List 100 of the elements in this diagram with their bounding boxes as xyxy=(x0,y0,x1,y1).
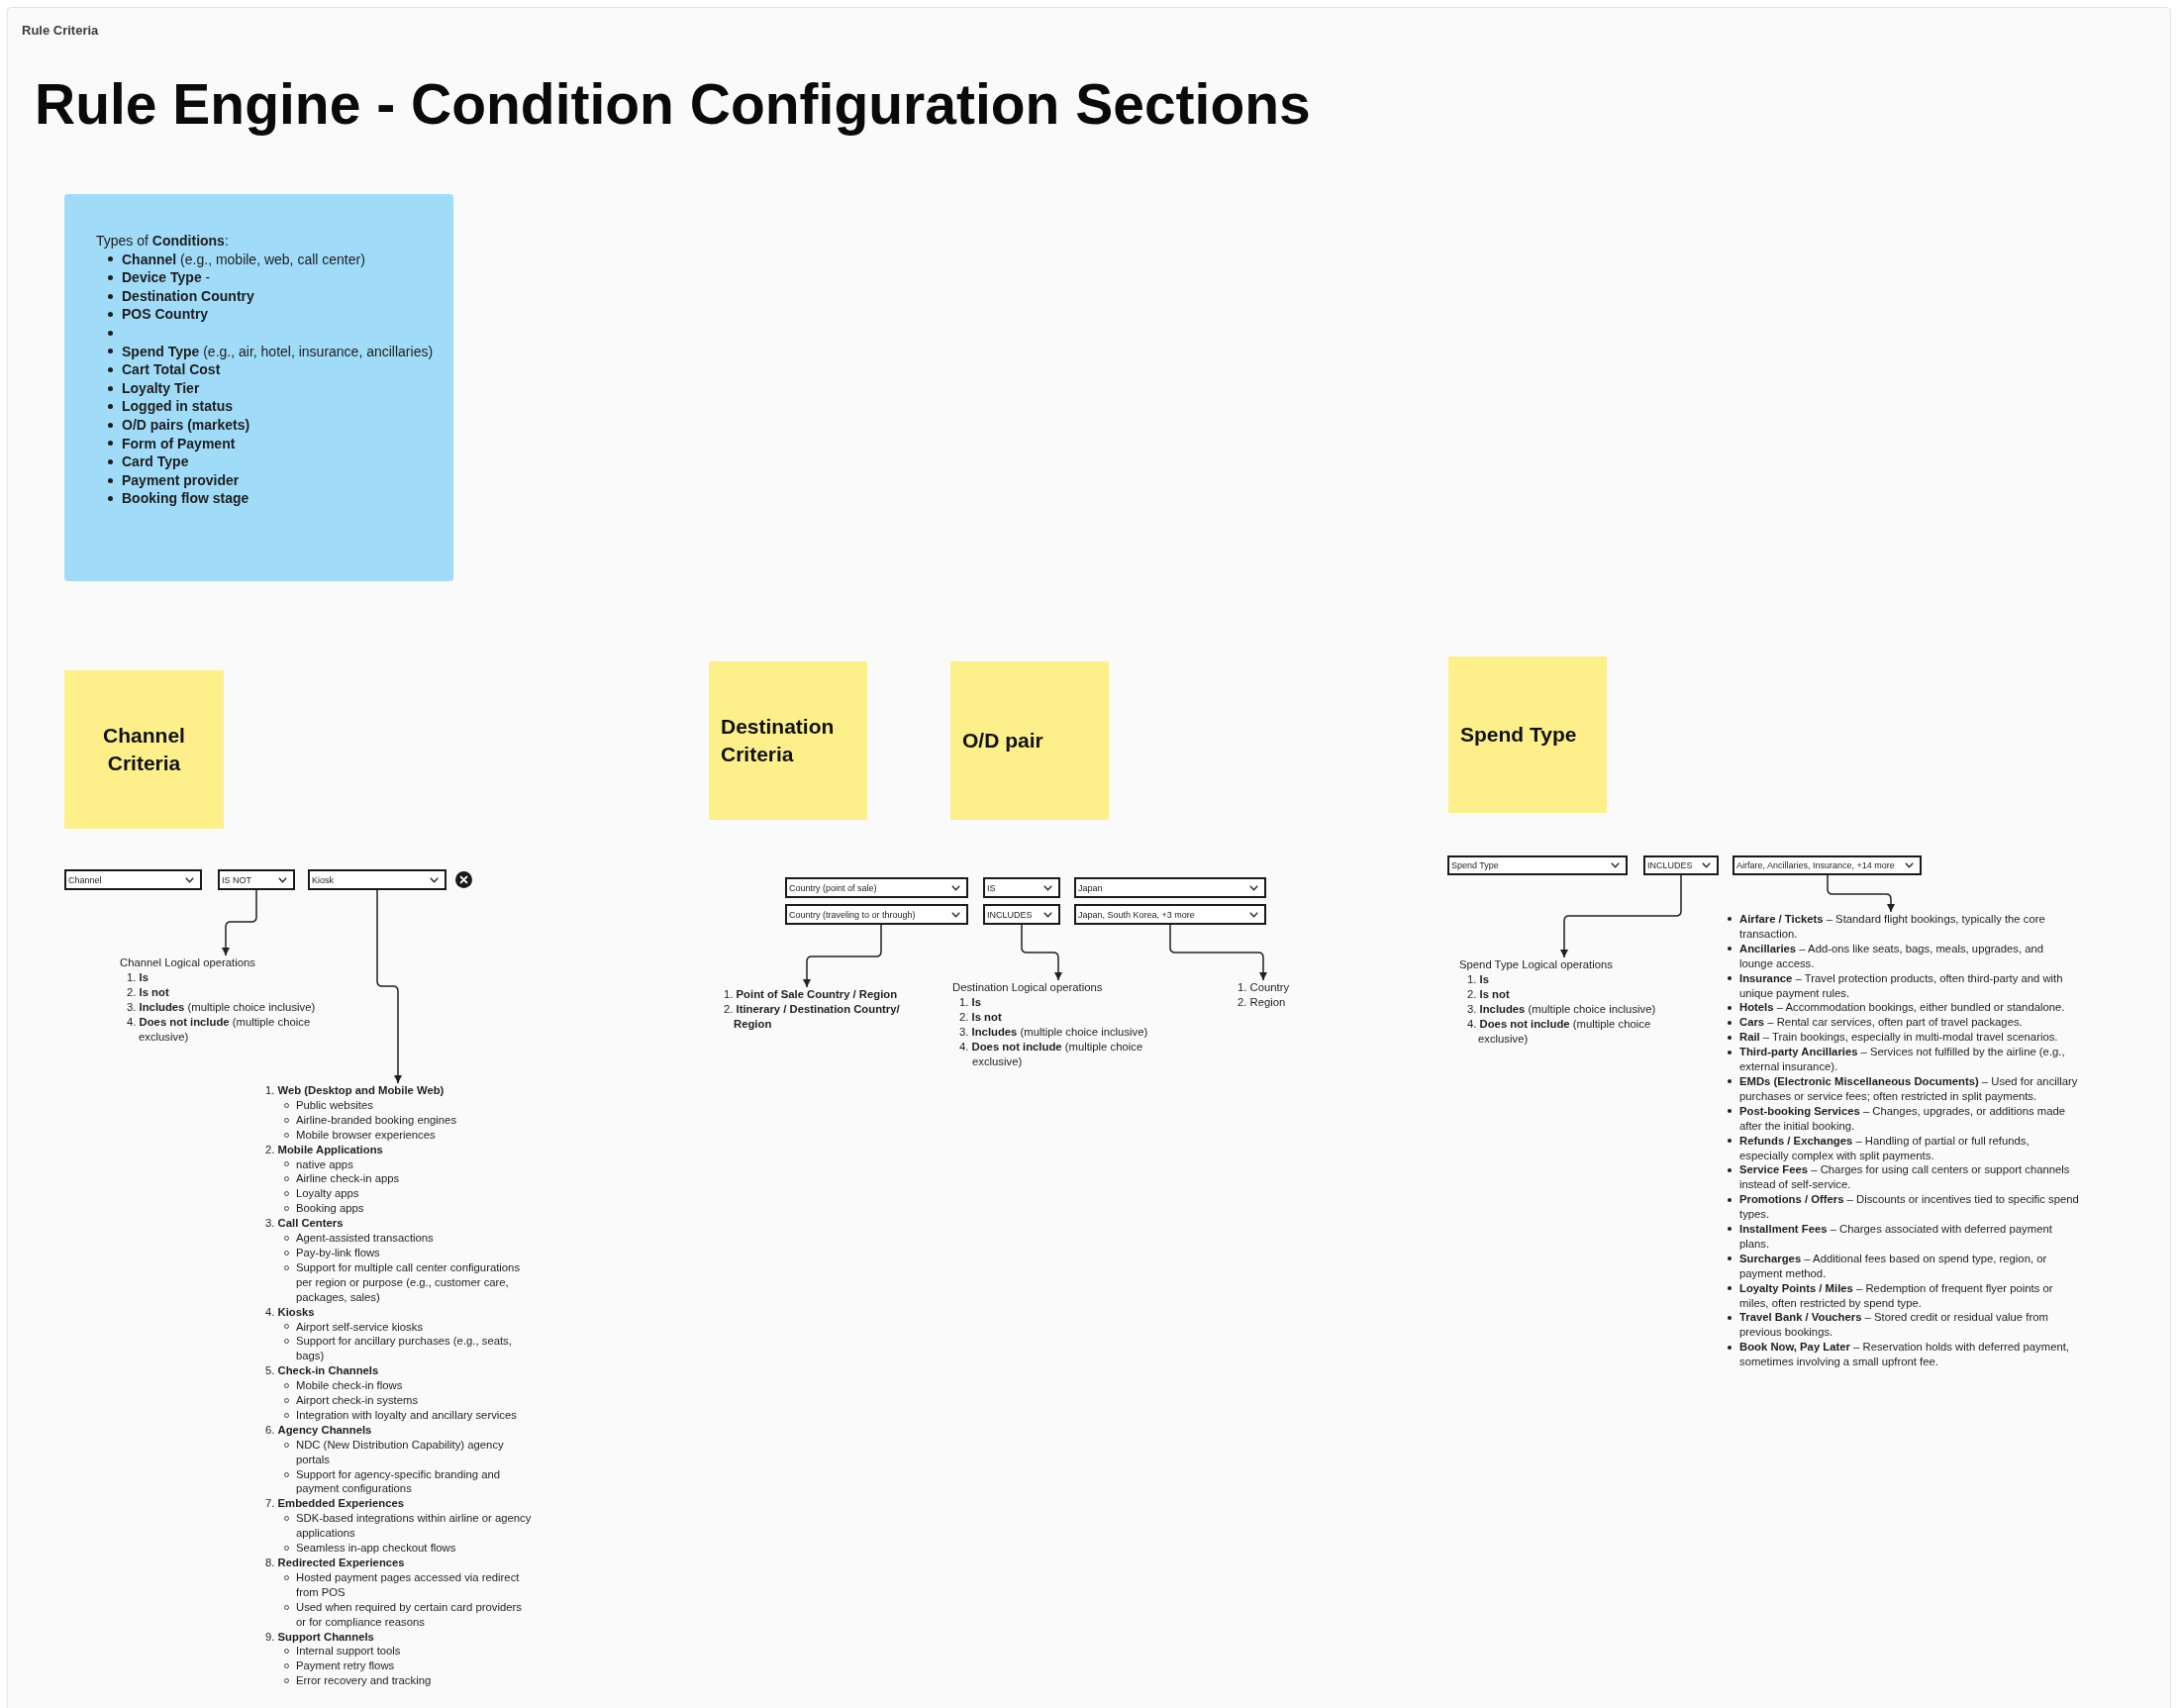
list-item: NDC (New Distribution Capability) agency portals xyxy=(284,1437,535,1467)
list-item: Rail – Train bookings, especially in multi-modal travel scenarios. xyxy=(1728,1030,2079,1046)
dropdown-select: Country (traveling to or through) xyxy=(785,904,968,925)
list-item: Hosted payment pages accessed via redirect from POS xyxy=(284,1569,535,1600)
list-item: Airfare / Tickets – Standard flight bookings, typically the core transaction. xyxy=(1728,912,2079,942)
list-item: Pay-by-link flows xyxy=(284,1245,535,1260)
list-item: Mobile check-in flows xyxy=(284,1378,535,1394)
list-heading: Destination Logical operations xyxy=(952,980,1104,995)
list-item: Loyalty apps xyxy=(284,1186,535,1202)
list-item: 2. Is not xyxy=(959,1009,1003,1025)
list-item: 2. Region xyxy=(1238,994,1287,1010)
list-item: Spend Type (e.g., air, hotel, insurance, ancillaries) xyxy=(108,342,434,361)
dropdown-select: Spend Type xyxy=(1447,855,1628,875)
sticky-title: Channel Criteria xyxy=(102,723,186,776)
dropdown-select: Kiosk xyxy=(308,869,446,890)
connector-arrow xyxy=(1169,924,1267,981)
list-item: Support for agency-specific branding and payment configurations xyxy=(284,1466,535,1497)
list-item: POS Country xyxy=(108,305,434,324)
list-item: Card Type xyxy=(108,452,434,471)
list-item: 1. Is xyxy=(1467,971,1490,987)
list-item: Installment Fees – Charges associated with deferred payment plans. xyxy=(1728,1222,2079,1252)
sticky-note xyxy=(1448,656,1607,813)
list-heading: Types of Conditions: xyxy=(96,232,230,251)
list-item: Destination Country xyxy=(108,286,434,306)
list-heading: Spend Type Logical operations xyxy=(1459,957,1614,972)
sticky-title: Destination Criteria xyxy=(721,714,836,767)
list-item: 3. Call Centers xyxy=(265,1216,345,1232)
list-item: Payment retry flows xyxy=(284,1658,535,1674)
sticky-note xyxy=(950,661,1109,820)
list-item: Airline check-in apps xyxy=(284,1171,535,1187)
page-title: Rule Engine - Condition Configuration Sections xyxy=(35,72,1311,136)
list-item: Error recovery and tracking xyxy=(284,1673,535,1689)
list-item: SDK-based integrations within airline or agency applications xyxy=(284,1511,535,1542)
dropdown-select: Japan xyxy=(1074,877,1266,898)
list-item: Service Fees – Charges for using call centers or support channels instead of self-service. xyxy=(1728,1162,2079,1193)
list-item: 1. Point of Sale Country / Region xyxy=(724,987,899,1002)
list-item: 4. Does not include (multiple choice exclusive) xyxy=(127,1014,312,1045)
list-item: 2. Itinerary / Destination Country/ Region xyxy=(724,1001,901,1032)
connector-arrow xyxy=(1021,924,1062,981)
list-item: 4. Kiosks xyxy=(265,1304,316,1320)
list-item: Mobile browser experiences xyxy=(284,1127,535,1143)
list-item: 4. Does not include (multiple choice exclusive) xyxy=(959,1039,1144,1069)
list-item: Logged in status xyxy=(108,397,434,416)
frame-label: Rule Criteria xyxy=(22,23,99,39)
list-heading: Channel Logical operations xyxy=(120,955,256,970)
list-item: native apps xyxy=(284,1156,535,1172)
list-item: 1. Web (Desktop and Mobile Web) xyxy=(265,1083,446,1098)
list-item: Booking apps xyxy=(284,1201,535,1217)
list-item: 2. Is not xyxy=(127,984,170,1000)
list-item: Internal support tools xyxy=(284,1644,535,1659)
list-item: 7. Embedded Experiences xyxy=(265,1496,406,1512)
list-item: Seamless in-app checkout flows xyxy=(284,1541,535,1556)
list-item: Airline-branded booking engines xyxy=(284,1112,535,1128)
list-item: 1. Country xyxy=(1238,980,1291,995)
list-item: Promotions / Offers – Discounts or incentives tied to specific spend types. xyxy=(1728,1192,2079,1223)
sticky-note xyxy=(64,194,453,581)
list-item: Booking flow stage xyxy=(108,489,434,508)
list-item: Device Type - xyxy=(108,268,434,287)
list-item: 2. Mobile Applications xyxy=(265,1142,384,1157)
list-item: EMDs (Electronic Miscellaneous Documents) – Used for ancillary purchases or service fees; often restricted in split payments. xyxy=(1728,1073,2079,1104)
list-item: Cars – Rental car services, often part of travel packages. xyxy=(1728,1015,2079,1031)
list-item: 3. Includes (multiple choice inclusive) xyxy=(127,999,317,1015)
dropdown-select: INCLUDES xyxy=(1643,855,1719,875)
list-item: 5. Check-in Channels xyxy=(265,1363,380,1379)
list-item: Used when required by certain card providers or for compliance reasons xyxy=(284,1599,535,1630)
list-item: Integration with loyalty and ancillary services xyxy=(284,1407,535,1423)
dropdown-select: INCLUDES xyxy=(983,904,1060,925)
connector-arrow xyxy=(803,924,882,988)
list-item: Refunds / Exchanges – Handling of partial or full refunds, especially complex with split payments. xyxy=(1728,1133,2079,1163)
list-item: Airport self-service kiosks xyxy=(284,1319,535,1335)
list-item: Form of Payment xyxy=(108,434,434,453)
list-item: Agent-assisted transactions xyxy=(284,1231,535,1246)
list-item: Book Now, Pay Later – Reservation holds with deferred payment, sometimes involving a small upfront fee. xyxy=(1728,1340,2079,1370)
sticky-note xyxy=(64,670,224,829)
list-item: 4. Does not include (multiple choice exclusive) xyxy=(1467,1016,1652,1047)
list-item: 3. Includes (multiple choice inclusive) xyxy=(1467,1001,1657,1017)
connector-arrow xyxy=(376,889,402,1084)
list-item: 3. Includes (multiple choice inclusive) xyxy=(959,1024,1149,1040)
dropdown-select: Country (point of sale) xyxy=(785,877,968,898)
dropdown-select: Airfare, Ancillaries, Insurance, +14 more xyxy=(1733,855,1922,875)
list-item: 1. Is xyxy=(959,994,982,1010)
list-item: 6. Agency Channels xyxy=(265,1422,373,1438)
list-item: Third-party Ancillaries – Services not fulfilled by the airline (e.g., external insurance). xyxy=(1728,1045,2079,1074)
list-item: Surcharges – Additional fees based on spend type, region, or payment method. xyxy=(1728,1251,2079,1281)
list-item: Ancillaries – Add-ons like seats, bags, meals, upgrades, and lounge access. xyxy=(1728,941,2079,971)
list-item: Public websites xyxy=(284,1097,535,1113)
list-item: Support for multiple call center configurations per region or purpose (e.g., customer care, packages, sales) xyxy=(284,1259,535,1305)
list-item: Cart Total Cost xyxy=(108,360,434,379)
sticky-title: O/D pair xyxy=(962,728,1043,754)
dropdown-select: Channel xyxy=(64,869,202,890)
list-item: 8. Redirected Experiences xyxy=(265,1556,406,1570)
list-item: Travel Bank / Vouchers – Stored credit or residual value from previous bookings. xyxy=(1728,1310,2079,1341)
list-item: Post-booking Services – Changes, upgrades, or additions made after the initial booking. xyxy=(1728,1103,2079,1134)
sticky-note xyxy=(709,661,867,820)
dropdown-select: Japan, South Korea, +3 more xyxy=(1074,904,1266,925)
list-item: O/D pairs (markets) xyxy=(108,415,434,435)
list-item: 1. Is xyxy=(127,969,149,985)
connector-arrow xyxy=(222,889,257,956)
sticky-title: Spend Type xyxy=(1460,722,1577,748)
list-item: 9. Support Channels xyxy=(265,1629,375,1645)
